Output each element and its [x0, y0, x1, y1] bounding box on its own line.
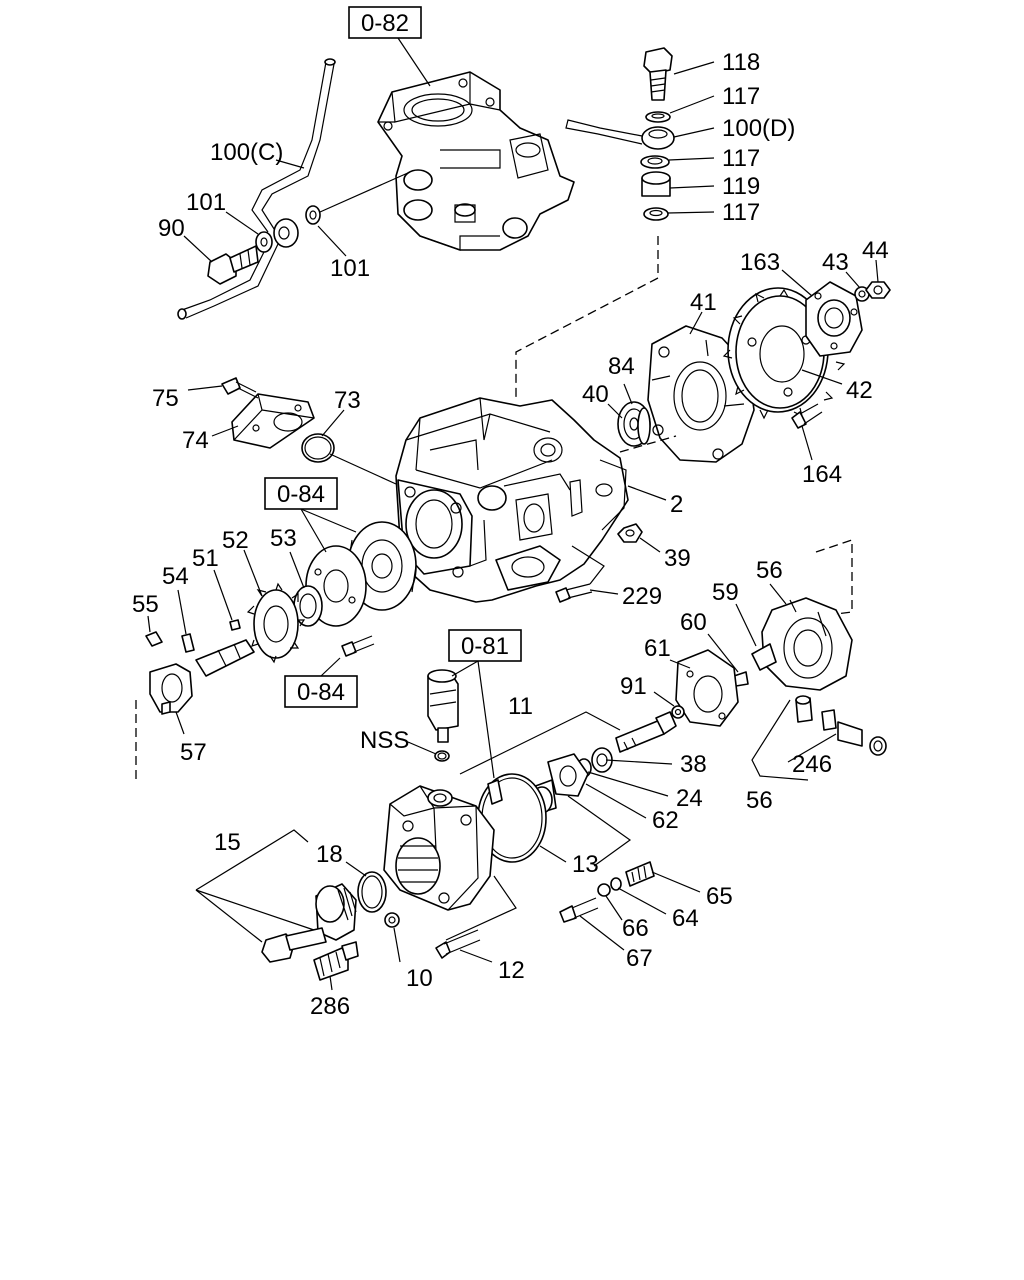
callout-286: 286	[310, 993, 350, 1020]
callout-74: 74	[182, 427, 209, 454]
callout-52: 52	[222, 527, 249, 554]
callout-163: 163	[740, 249, 780, 276]
callout-90: 90	[158, 215, 185, 242]
callout-42: 42	[846, 377, 873, 404]
callout-65: 65	[706, 883, 733, 910]
callout-117-b: 117	[722, 145, 760, 172]
callout-nss: NSS	[360, 727, 409, 754]
callout-64: 64	[672, 905, 699, 932]
callout-56-upper: 56	[756, 557, 783, 584]
callout-11: 11	[508, 693, 533, 720]
callout-73: 73	[334, 387, 361, 414]
svg-text:0-81: 0-81	[461, 633, 509, 660]
callout-40: 40	[582, 381, 609, 408]
callout-54: 54	[162, 563, 189, 590]
drive-shaft-assembly	[135, 521, 417, 784]
callout-60: 60	[680, 609, 707, 636]
callout-18: 18	[316, 841, 343, 868]
callout-61: 61	[644, 635, 671, 662]
fasteners-39-229	[555, 523, 643, 603]
magnetic-valve	[427, 669, 459, 762]
reference-box-0-82: 0-82	[348, 6, 431, 87]
timer-assembly	[671, 539, 887, 781]
callout-13: 13	[572, 851, 599, 878]
svg-text:0-84: 0-84	[277, 481, 325, 508]
callouts: 118 117 100(D) 117 119 117 100(C) 101 90…	[132, 49, 889, 1020]
callout-57: 57	[180, 739, 207, 766]
callout-117-c: 117	[722, 199, 760, 226]
callout-2: 2	[670, 491, 683, 518]
callout-101-b: 101	[330, 255, 370, 282]
callout-117-a: 117	[722, 83, 760, 110]
banjo-stack-100d	[515, 47, 675, 400]
distributor-head	[383, 785, 495, 911]
callout-84: 84	[608, 353, 635, 380]
callout-24: 24	[676, 785, 703, 812]
drive-end-assembly	[617, 281, 891, 463]
callout-246: 246	[792, 751, 832, 778]
callout-100c: 100(C)	[210, 139, 283, 166]
callout-51: 51	[192, 545, 219, 572]
reference-box-0-84-lower: 0-84	[284, 657, 358, 708]
pipe-100c	[177, 58, 411, 320]
callout-164: 164	[802, 461, 842, 488]
callout-56-lower: 56	[746, 787, 773, 814]
callout-59: 59	[712, 579, 739, 606]
callout-38: 38	[680, 751, 707, 778]
callout-41: 41	[690, 289, 717, 316]
callout-10: 10	[406, 965, 433, 992]
governor-cover-housing	[377, 71, 575, 251]
reference-box-0-84-upper: 0-84	[264, 477, 357, 553]
cover-block-74	[221, 377, 397, 485]
shaft-seal-assembly	[459, 711, 677, 863]
callout-75: 75	[152, 385, 179, 412]
callout-229: 229	[622, 583, 662, 610]
svg-text:0-84: 0-84	[297, 679, 345, 706]
banjo-bolt-90	[207, 245, 259, 285]
callout-91: 91	[620, 673, 647, 700]
svg-text:0-82: 0-82	[361, 10, 409, 37]
callout-118: 118	[722, 49, 760, 76]
callout-100d: 100(D)	[722, 115, 795, 142]
callout-15: 15	[214, 829, 241, 856]
reference-box-0-81: 0-81	[448, 629, 522, 779]
delivery-valve-set	[195, 795, 655, 981]
callout-55: 55	[132, 591, 159, 618]
callout-101-a: 101	[186, 189, 226, 216]
callout-119: 119	[722, 173, 760, 200]
callout-62: 62	[652, 807, 679, 834]
callout-44: 44	[862, 237, 889, 264]
pump-body	[395, 397, 629, 603]
callout-39: 39	[664, 545, 691, 572]
callout-43: 43	[822, 249, 849, 276]
callout-12: 12	[498, 957, 525, 984]
callout-67: 67	[626, 945, 653, 972]
callout-66: 66	[622, 915, 649, 942]
callout-53: 53	[270, 525, 297, 552]
